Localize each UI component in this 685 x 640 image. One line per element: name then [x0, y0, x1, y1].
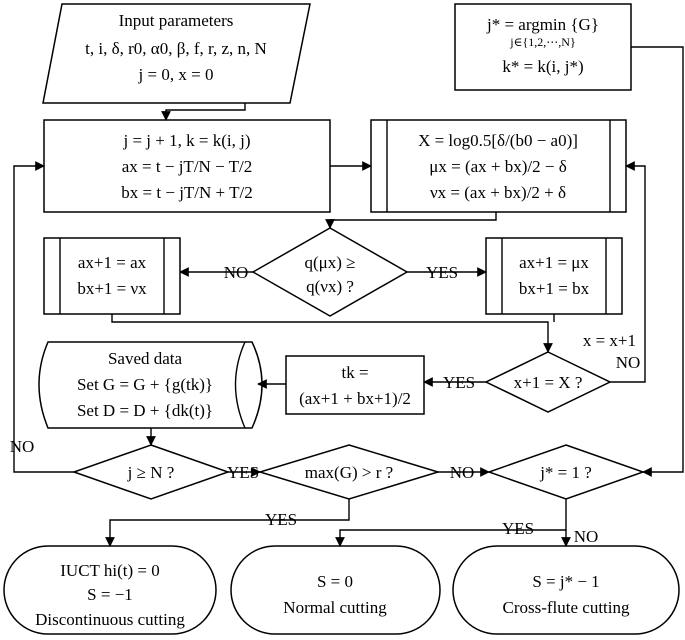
argmin-subscript: j∈{1,2,⋯,N}: [509, 35, 575, 49]
compute-line2: μx = (ax + bx)/2 − δ: [429, 157, 566, 176]
label-yes-compare: YES: [426, 263, 458, 282]
label-yes-x-check: YES: [443, 373, 475, 392]
update-line1: j = j + 1, k = k(i, j): [123, 131, 251, 150]
label-no-compare: NO: [224, 263, 249, 282]
label-yes-j-check: YES: [227, 463, 259, 482]
arrow-input-to-update: [161, 103, 246, 121]
compute-subprocess-box: [370, 119, 627, 213]
label-no-j-check: NO: [10, 437, 35, 456]
input-init: j = 0, x = 0: [138, 65, 214, 84]
right-update-line1: ax+1 = μx: [519, 253, 589, 272]
tk-process-box: [285, 355, 425, 415]
input-title: Input parameters: [119, 11, 234, 30]
label-no-jstar-check: NO: [574, 527, 599, 546]
j-check-text: j ≥ N ?: [127, 463, 175, 482]
left-update-line1: ax+1 = ax: [78, 253, 147, 272]
crossflute-line1: S = j* − 1: [532, 572, 599, 591]
arrow-left-update-to-x-check: [111, 314, 553, 353]
compare-line1: q(μx) ≥: [304, 253, 355, 272]
x-check-text: x+1 = X ?: [514, 373, 583, 392]
input-parameters-parallelogram: [42, 3, 311, 104]
argmin-box: [454, 3, 632, 91]
discontinuous-line3: Discontinuous cutting: [35, 610, 185, 629]
tk-line1: tk =: [341, 363, 368, 382]
compute-line1: X = log0.5[δ/(b0 − a0)]: [418, 131, 578, 150]
saved-line2: Set D = D + {dk(t)}: [77, 401, 213, 420]
crossflute-line2: Cross-flute cutting: [502, 598, 630, 617]
arrow-compute-to-compare: [325, 212, 497, 229]
x-check-decision: [484, 351, 612, 413]
saved-title: Saved data: [108, 349, 183, 368]
update-line2: ax = t − jT/N − T/2: [122, 157, 252, 176]
label-no-max-check: NO: [450, 463, 475, 482]
arrow-j-no-loop-to-update: [13, 161, 74, 473]
label-no-x-check: NO: [616, 353, 641, 372]
right-update-subprocess-box: [485, 237, 623, 315]
compare-q-decision: [251, 227, 409, 317]
normal-line1: S = 0: [317, 572, 353, 591]
arrow-max-yes-to-discontinuous: [105, 499, 350, 547]
compute-line3: νx = (ax + bx)/2 + δ: [430, 183, 566, 202]
left-update-subprocess-box: [43, 237, 181, 315]
saved-data-storage: [38, 341, 263, 429]
jstar-check-text: j* = 1 ?: [539, 463, 592, 482]
saved-line1: Set G = G + {g(tk)}: [77, 375, 213, 394]
j-check-decision: [71, 444, 231, 500]
argmin-line1: j* = argmin {G}: [486, 15, 599, 34]
update-line3: bx = t − jT/N + T/2: [121, 183, 252, 202]
right-update-line2: bx+1 = bx: [519, 279, 590, 298]
x-increment-label: x = x+1: [583, 331, 636, 350]
max-check-text: max(G) > r ?: [305, 463, 393, 482]
discontinuous-line1: IUCT hi(t) = 0: [60, 561, 159, 580]
compare-line2: q(νx) ?: [306, 277, 354, 296]
arrow-argmin-to-jstar-check: [631, 46, 684, 477]
left-update-line2: bx+1 = νx: [77, 279, 147, 298]
label-yes-jstar-check: YES: [502, 519, 534, 538]
label-yes-max-check: YES: [265, 510, 297, 529]
arrow-x-no-loop-to-compute: [610, 161, 646, 383]
argmin-line2: k* = k(i, j*): [502, 57, 583, 76]
tk-line2: (ax+1 + bx+1)/2: [299, 389, 411, 408]
arrow-jstar-yes-to-normal: [335, 499, 567, 547]
normal-line2: Normal cutting: [283, 598, 387, 617]
input-params: t, i, δ, r0, α0, β, f, r, z, n, N: [85, 39, 267, 58]
saved-data-storage-edge: [234, 341, 246, 429]
discontinuous-line2: S = −1: [87, 585, 133, 604]
